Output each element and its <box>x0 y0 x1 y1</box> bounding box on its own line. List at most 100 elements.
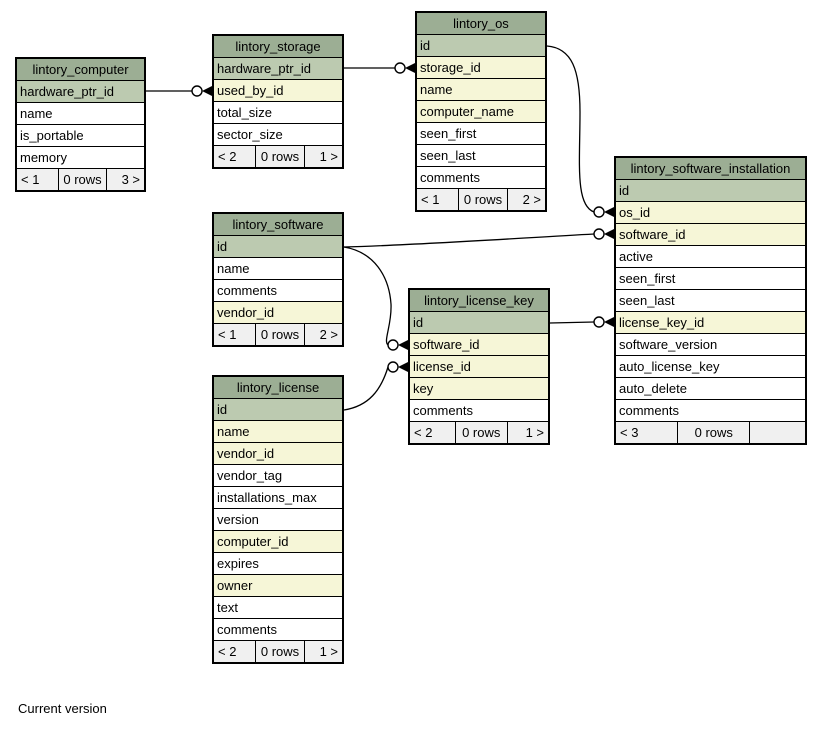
field-row-license_id: license_id <box>410 356 548 378</box>
pager-prev-button[interactable]: < 1 <box>17 169 59 190</box>
pager-next-button[interactable]: 2 > <box>319 327 338 342</box>
pager-next-button[interactable]: 1 > <box>319 149 338 164</box>
field-row-software_id: software_id <box>410 334 548 356</box>
field-row-comments: comments <box>616 400 805 422</box>
field-row-key: key <box>410 378 548 400</box>
field-row-installations_max: installations_max <box>214 487 342 509</box>
pager-next-button[interactable]: 3 > <box>121 172 140 187</box>
relation-line <box>343 366 389 411</box>
field-row-seen_first: seen_first <box>417 123 545 145</box>
pager-row-count: 0 rows <box>256 146 305 167</box>
table-header[interactable]: lintory_computer <box>17 59 144 81</box>
pager-row-count: 0 rows <box>456 422 508 443</box>
relation-line <box>546 45 595 213</box>
table-header[interactable]: lintory_license <box>214 377 342 399</box>
field-row-software_version: software_version <box>616 334 805 356</box>
field-row-active: active <box>616 246 805 268</box>
field-row-software_id: software_id <box>616 224 805 246</box>
crowfoot-arrow-marker <box>604 317 614 327</box>
crowfoot-arrow-marker <box>604 207 614 217</box>
field-row-used_by_id: used_by_id <box>214 80 342 102</box>
pager-next-button[interactable]: 1 > <box>525 425 544 440</box>
field-row-memory: memory <box>17 147 144 169</box>
field-row-vendor_id: vendor_id <box>214 443 342 465</box>
field-row-name: name <box>17 103 144 125</box>
field-row-auto_license_key: auto_license_key <box>616 356 805 378</box>
cardinality-circle-marker <box>387 339 399 351</box>
field-row-id: id <box>417 35 545 57</box>
field-row-comments: comments <box>214 619 342 641</box>
pager-next-button[interactable]: 1 > <box>319 644 338 659</box>
cardinality-circle-marker <box>593 206 605 218</box>
field-row-comments: comments <box>410 400 548 422</box>
crowfoot-arrow-marker <box>202 86 212 96</box>
crowfoot-arrow-marker <box>398 362 408 372</box>
table-header[interactable]: lintory_license_key <box>410 290 548 312</box>
field-row-sector_size: sector_size <box>214 124 342 146</box>
cardinality-circle-marker <box>593 316 605 328</box>
field-row-expires: expires <box>214 553 342 575</box>
table-header[interactable]: lintory_software <box>214 214 342 236</box>
cardinality-circle-marker <box>593 228 605 240</box>
field-row-version: version <box>214 509 342 531</box>
pager-prev-button[interactable]: < 1 <box>214 324 257 345</box>
relation-line <box>343 246 392 346</box>
field-row-hardware_ptr_id: hardware_ptr_id <box>214 58 342 80</box>
pager-prev-button[interactable]: < 2 <box>410 422 456 443</box>
pager-next-button[interactable]: 2 > <box>522 192 541 207</box>
field-row-seen_first: seen_first <box>616 268 805 290</box>
field-row-license_key_id: license_key_id <box>616 312 805 334</box>
cardinality-circle-marker <box>191 85 203 97</box>
pager-prev-button[interactable]: < 2 <box>214 146 257 167</box>
table-header[interactable]: lintory_os <box>417 13 545 35</box>
pager-prev-button[interactable]: < 2 <box>214 641 257 662</box>
pager-row-count: 0 rows <box>459 189 508 210</box>
pager-row-count: 0 rows <box>678 422 751 443</box>
pager-row-count: 0 rows <box>256 324 305 345</box>
field-row-name: name <box>214 258 342 280</box>
field-row-id: id <box>616 180 805 202</box>
pager-prev-button[interactable]: < 1 <box>417 189 460 210</box>
pager-row-count: 0 rows <box>59 169 108 190</box>
field-row-computer_name: computer_name <box>417 101 545 123</box>
field-row-id: id <box>410 312 548 334</box>
field-row-vendor_tag: vendor_tag <box>214 465 342 487</box>
pager-row-count: 0 rows <box>256 641 305 662</box>
field-row-total_size: total_size <box>214 102 342 124</box>
table-header[interactable]: lintory_software_installation <box>616 158 805 180</box>
cardinality-circle-marker <box>394 62 406 74</box>
table-header[interactable]: lintory_storage <box>214 36 342 58</box>
field-row-name: name <box>214 421 342 443</box>
field-row-text: text <box>214 597 342 619</box>
crowfoot-arrow-marker <box>604 229 614 239</box>
pager-next-button[interactable] <box>750 422 805 443</box>
field-row-auto_delete: auto_delete <box>616 378 805 400</box>
field-row-comments: comments <box>214 280 342 302</box>
crowfoot-arrow-marker <box>405 63 415 73</box>
field-row-seen_last: seen_last <box>417 145 545 167</box>
field-row-vendor_id: vendor_id <box>214 302 342 324</box>
field-row-id: id <box>214 399 342 421</box>
pager-prev-button[interactable]: < 3 <box>616 422 679 443</box>
field-row-comments: comments <box>417 167 545 189</box>
current-version-label: Current version <box>18 701 107 716</box>
field-row-computer_id: computer_id <box>214 531 342 553</box>
field-row-seen_last: seen_last <box>616 290 805 312</box>
field-row-hardware_ptr_id: hardware_ptr_id <box>17 81 144 103</box>
relation-line <box>549 321 595 324</box>
